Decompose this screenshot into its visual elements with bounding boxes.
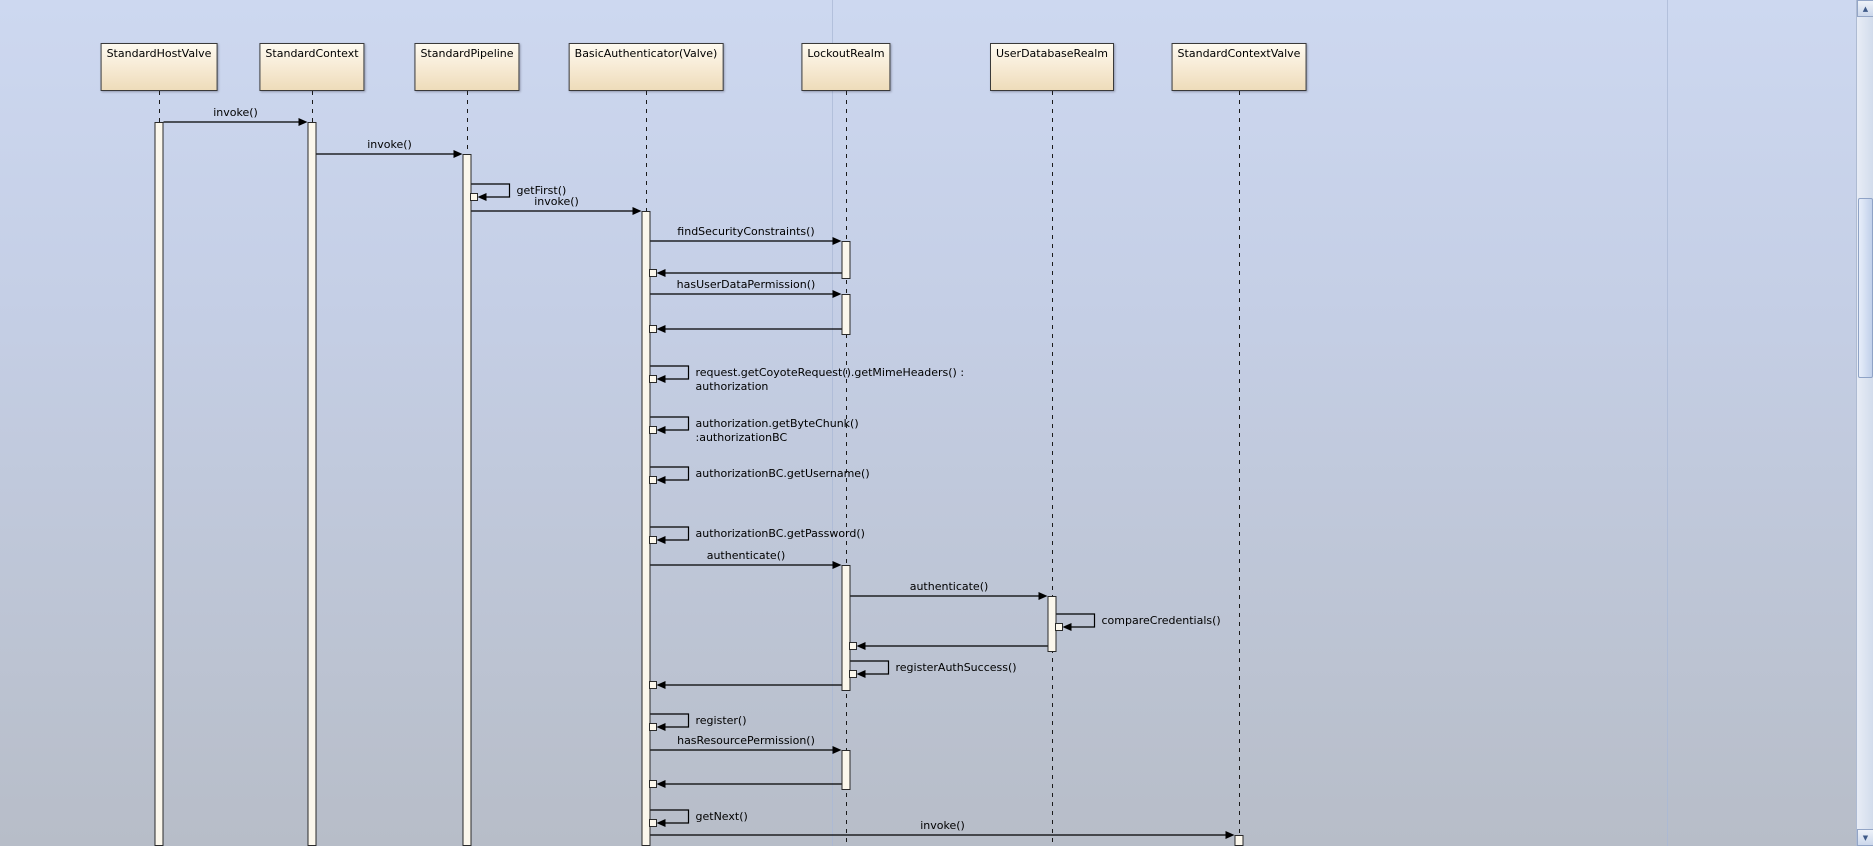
object-box-basicauthenticator-valve-[interactable]: BasicAuthenticator(Valve) (568, 43, 724, 91)
message-arrowhead[interactable] (632, 207, 642, 215)
message-arrowhead[interactable] (1038, 592, 1048, 600)
message-label[interactable]: registerAuthSuccess() (895, 661, 1017, 674)
self-call-activation-square[interactable] (648, 819, 657, 827)
self-call-activation-square[interactable] (648, 723, 657, 731)
object-box-standardpipeline[interactable]: StandardPipeline (414, 43, 520, 91)
message-label[interactable]: invoke() (920, 819, 965, 832)
message-label[interactable]: invoke() (367, 138, 412, 151)
message-arrowhead[interactable] (453, 150, 463, 158)
lifeline-standardcontextvalve[interactable] (1239, 91, 1240, 846)
self-call-arrowhead[interactable] (656, 819, 666, 827)
message-label[interactable]: authorizationBC.getUsername() (695, 467, 870, 480)
activation-bar[interactable] (841, 241, 851, 279)
message-label[interactable]: authenticate() (909, 580, 989, 593)
self-call-path[interactable] (650, 365, 690, 380)
activation-bar[interactable] (841, 565, 851, 691)
object-box-standardcontextvalve[interactable]: StandardContextValve (1171, 43, 1307, 91)
down-arrow-icon: ▼ (1862, 833, 1869, 842)
activation-bar[interactable] (841, 750, 851, 790)
message-arrowhead[interactable] (832, 746, 842, 754)
self-call-activation-square[interactable] (469, 193, 478, 201)
message-arrowhead[interactable] (298, 118, 308, 126)
message-label[interactable]: invoke() (213, 106, 258, 119)
self-call-activation-square[interactable] (648, 426, 657, 434)
object-box-userdatabaserealm[interactable]: UserDatabaseRealm (990, 43, 1114, 91)
message-label[interactable]: findSecurityConstraints() (677, 225, 815, 238)
up-arrow-icon: ▲ (1862, 4, 1869, 13)
message-arrowhead[interactable] (832, 561, 842, 569)
return-activation-square[interactable] (648, 780, 657, 788)
object-box-standardcontext[interactable]: StandardContext (259, 43, 365, 91)
self-call-path[interactable] (1056, 613, 1096, 628)
self-call-activation-square[interactable] (648, 536, 657, 544)
message-label[interactable]: register() (695, 714, 747, 727)
self-call-arrowhead[interactable] (1062, 623, 1072, 631)
return-activation-square[interactable] (648, 269, 657, 277)
return-message-arrowhead[interactable] (656, 269, 666, 277)
self-call-path[interactable] (650, 713, 690, 728)
return-message-arrowhead[interactable] (656, 325, 666, 333)
message-label[interactable]: invoke() (534, 195, 579, 208)
self-call-arrowhead[interactable] (856, 670, 866, 678)
return-activation-square[interactable] (648, 325, 657, 333)
self-call-path[interactable] (471, 183, 511, 198)
message-arrowhead[interactable] (832, 290, 842, 298)
scrollbar-thumb[interactable] (1858, 198, 1873, 378)
self-call-arrowhead[interactable] (656, 375, 666, 383)
self-call-path[interactable] (650, 416, 690, 431)
self-call-activation-square[interactable] (648, 375, 657, 383)
scroll-up-button[interactable]: ▲ (1857, 0, 1873, 17)
return-activation-square[interactable] (648, 681, 657, 689)
message-label[interactable]: getFirst() (516, 184, 567, 197)
self-call-activation-square[interactable] (848, 670, 857, 678)
message-label[interactable]: getNext() (695, 810, 748, 823)
return-message-arrowhead[interactable] (856, 642, 866, 650)
return-activation-square[interactable] (848, 642, 857, 650)
message-label[interactable]: hasResourcePermission() (677, 734, 815, 747)
vertical-scrollbar[interactable]: ▲ ▼ (1856, 0, 1873, 846)
message-label[interactable]: hasUserDataPermission() (676, 278, 816, 291)
page-guide-line (832, 0, 833, 846)
object-box-lockoutrealm[interactable]: LockoutRealm (801, 43, 891, 91)
self-call-path[interactable] (650, 466, 690, 481)
message-label[interactable]: compareCredentials() (1101, 614, 1221, 627)
self-call-arrowhead[interactable] (656, 723, 666, 731)
self-call-arrowhead[interactable] (477, 193, 487, 201)
self-call-path[interactable] (850, 660, 890, 675)
self-call-arrowhead[interactable] (656, 536, 666, 544)
page-guide-line (1667, 0, 1668, 846)
return-message-arrowhead[interactable] (656, 780, 666, 788)
activation-bar[interactable] (841, 294, 851, 335)
message-arrowhead[interactable] (832, 237, 842, 245)
message-arrowhead[interactable] (1225, 831, 1235, 839)
return-message-arrowhead[interactable] (656, 681, 666, 689)
scroll-down-button[interactable]: ▼ (1857, 829, 1873, 846)
self-call-arrowhead[interactable] (656, 426, 666, 434)
self-call-path[interactable] (650, 526, 690, 541)
object-box-standardhostvalve[interactable]: StandardHostValve (100, 43, 218, 91)
self-call-path[interactable] (650, 809, 690, 824)
lifeline-lockoutrealm[interactable] (846, 91, 847, 846)
message-label[interactable]: authenticate() (706, 549, 786, 562)
message-label[interactable]: authorizationBC.getPassword() (695, 527, 865, 540)
self-call-activation-square[interactable] (1054, 623, 1063, 631)
message-label[interactable]: authorization.getByteChunk() :authorizat… (695, 417, 859, 444)
self-call-activation-square[interactable] (648, 476, 657, 484)
self-call-arrowhead[interactable] (656, 476, 666, 484)
lifeline-userdatabaserealm[interactable] (1052, 91, 1053, 846)
message-label[interactable]: request.getCoyoteRequest().getMimeHeader… (695, 366, 965, 393)
